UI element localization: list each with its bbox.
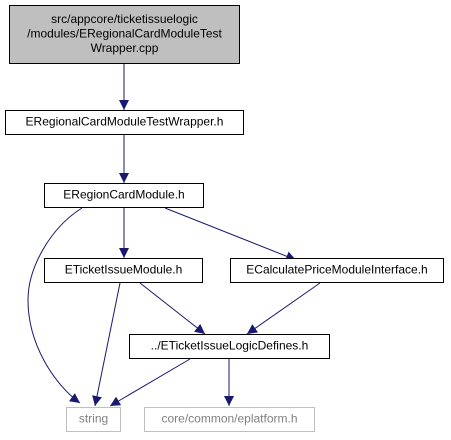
- node-calculate-price-interface-box: [230, 258, 444, 283]
- node-region-card-module-label: ERegionCardModule.h: [63, 188, 184, 202]
- node-string: string: [66, 407, 121, 432]
- node-calculate-price-interface-label: ECalculatePriceModuleInterface.h: [246, 263, 427, 277]
- node-eplatform-label: core/common/eplatform.h: [161, 412, 297, 426]
- node-region-card-module-box: [44, 183, 204, 208]
- node-ticket-issue-module-label: ETicketIssueModule.h: [65, 263, 183, 277]
- node-root-line-3: Wrapper.cpp: [91, 41, 159, 55]
- node-root[interactable]: src/appcore/ticketissuelogic /modules/ER…: [9, 5, 240, 64]
- node-string-box: [66, 407, 121, 432]
- edge-ticket-issue-to-string: [92, 282, 121, 407]
- node-ticket-issue-module-box: [44, 258, 203, 283]
- edge-region-card-to-string: [27, 207, 83, 404]
- node-logic-defines-box: [129, 334, 330, 359]
- node-root-line-1: src/appcore/ticketissuelogic: [51, 12, 198, 26]
- node-root-line-2: /modules/ERegionalCardModuleTest: [27, 27, 222, 41]
- edge-calc-price-to-logic-defines: [246, 282, 321, 335]
- node-region-card-module[interactable]: ERegionCardModule.h: [44, 183, 204, 208]
- node-root-box: [9, 5, 240, 64]
- node-eplatform-box: [144, 407, 315, 432]
- node-logic-defines[interactable]: ../ETicketIssueLogicDefines.h: [129, 334, 330, 359]
- edge-logic-defines-to-string: [109, 358, 191, 407]
- node-wrapper-header[interactable]: ERegionalCardModuleTestWrapper.h: [5, 110, 244, 135]
- node-calculate-price-interface[interactable]: ECalculatePriceModuleInterface.h: [230, 258, 444, 283]
- edge-region-card-to-calc-price: [164, 207, 297, 261]
- node-wrapper-header-box: [5, 110, 244, 135]
- node-ticket-issue-module[interactable]: ETicketIssueModule.h: [44, 258, 203, 283]
- node-string-label: string: [79, 412, 108, 426]
- edge-ticket-issue-to-logic-defines: [139, 282, 206, 335]
- node-logic-defines-label: ../ETicketIssueLogicDefines.h: [151, 339, 309, 353]
- edges: [27, 64, 321, 407]
- node-wrapper-header-label: ERegionalCardModuleTestWrapper.h: [26, 115, 224, 129]
- node-eplatform: core/common/eplatform.h: [144, 407, 315, 432]
